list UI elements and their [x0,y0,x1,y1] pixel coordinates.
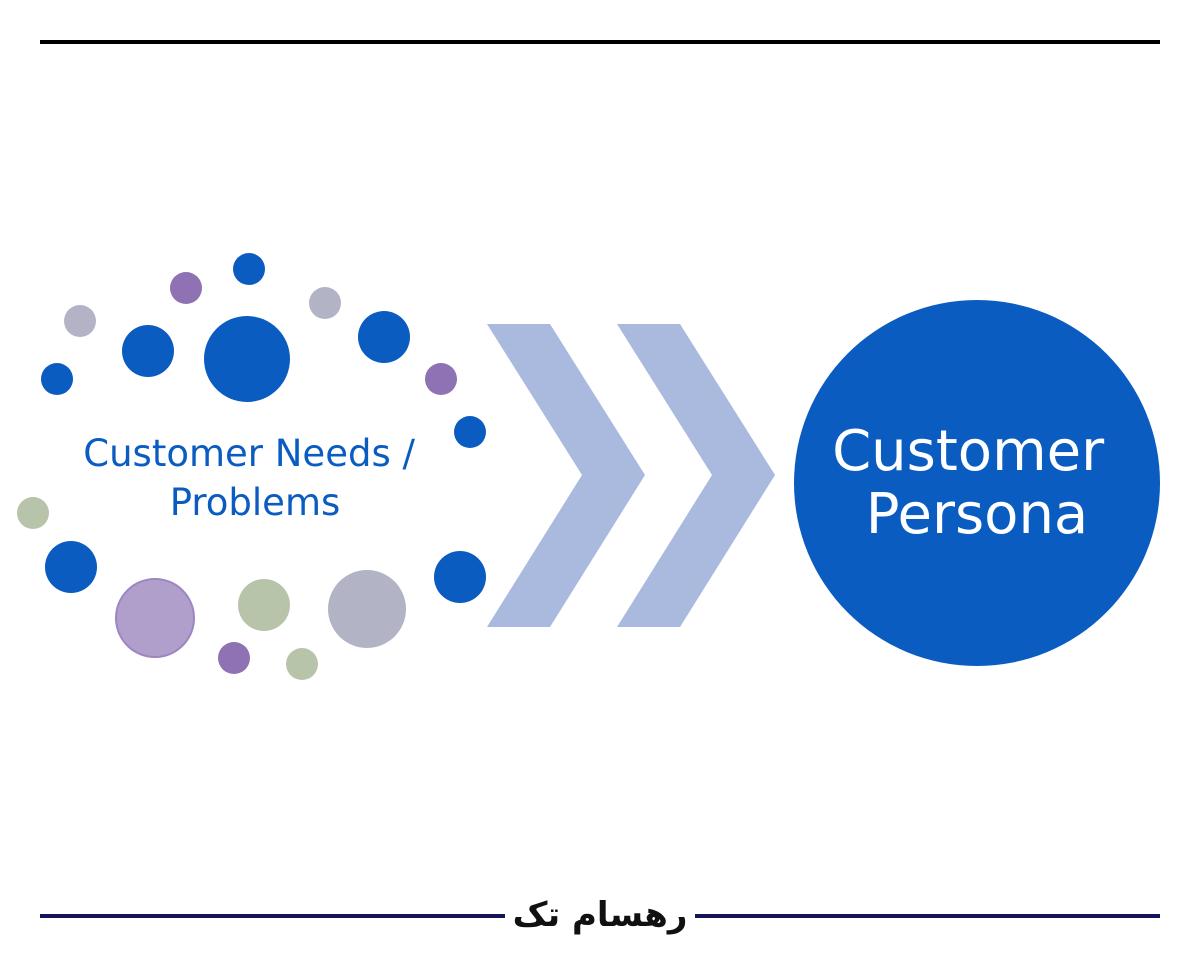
persona-circle [794,300,1160,666]
target-label-line-2: Persona [866,482,1089,547]
chevron-arrow-1 [487,324,645,627]
dot [238,579,290,631]
dot [45,541,97,593]
source-label: Customer Needs / Problems [83,432,426,524]
dot [41,363,73,395]
flow-arrows [487,324,775,627]
dot [425,363,457,395]
dot [358,311,410,363]
dot [17,497,49,529]
dot [434,551,486,603]
source-label-line-2: Problems [170,481,341,524]
target-label: Customer Persona [832,419,1122,547]
dot [170,272,202,304]
dot [454,416,486,448]
chevron-arrow-2 [617,324,775,627]
dot [115,578,195,658]
brand-logo-text: رهسام تک [513,895,688,935]
dot [286,648,318,680]
dot [309,287,341,319]
target-label-line-1: Customer [832,419,1105,484]
dot [204,316,290,402]
dot [233,253,265,285]
dot [122,325,174,377]
dot [64,305,96,337]
dot [218,642,250,674]
source-label-line-1: Customer Needs / [83,432,415,475]
needs-dot-cluster [17,253,486,680]
dot [328,570,406,648]
